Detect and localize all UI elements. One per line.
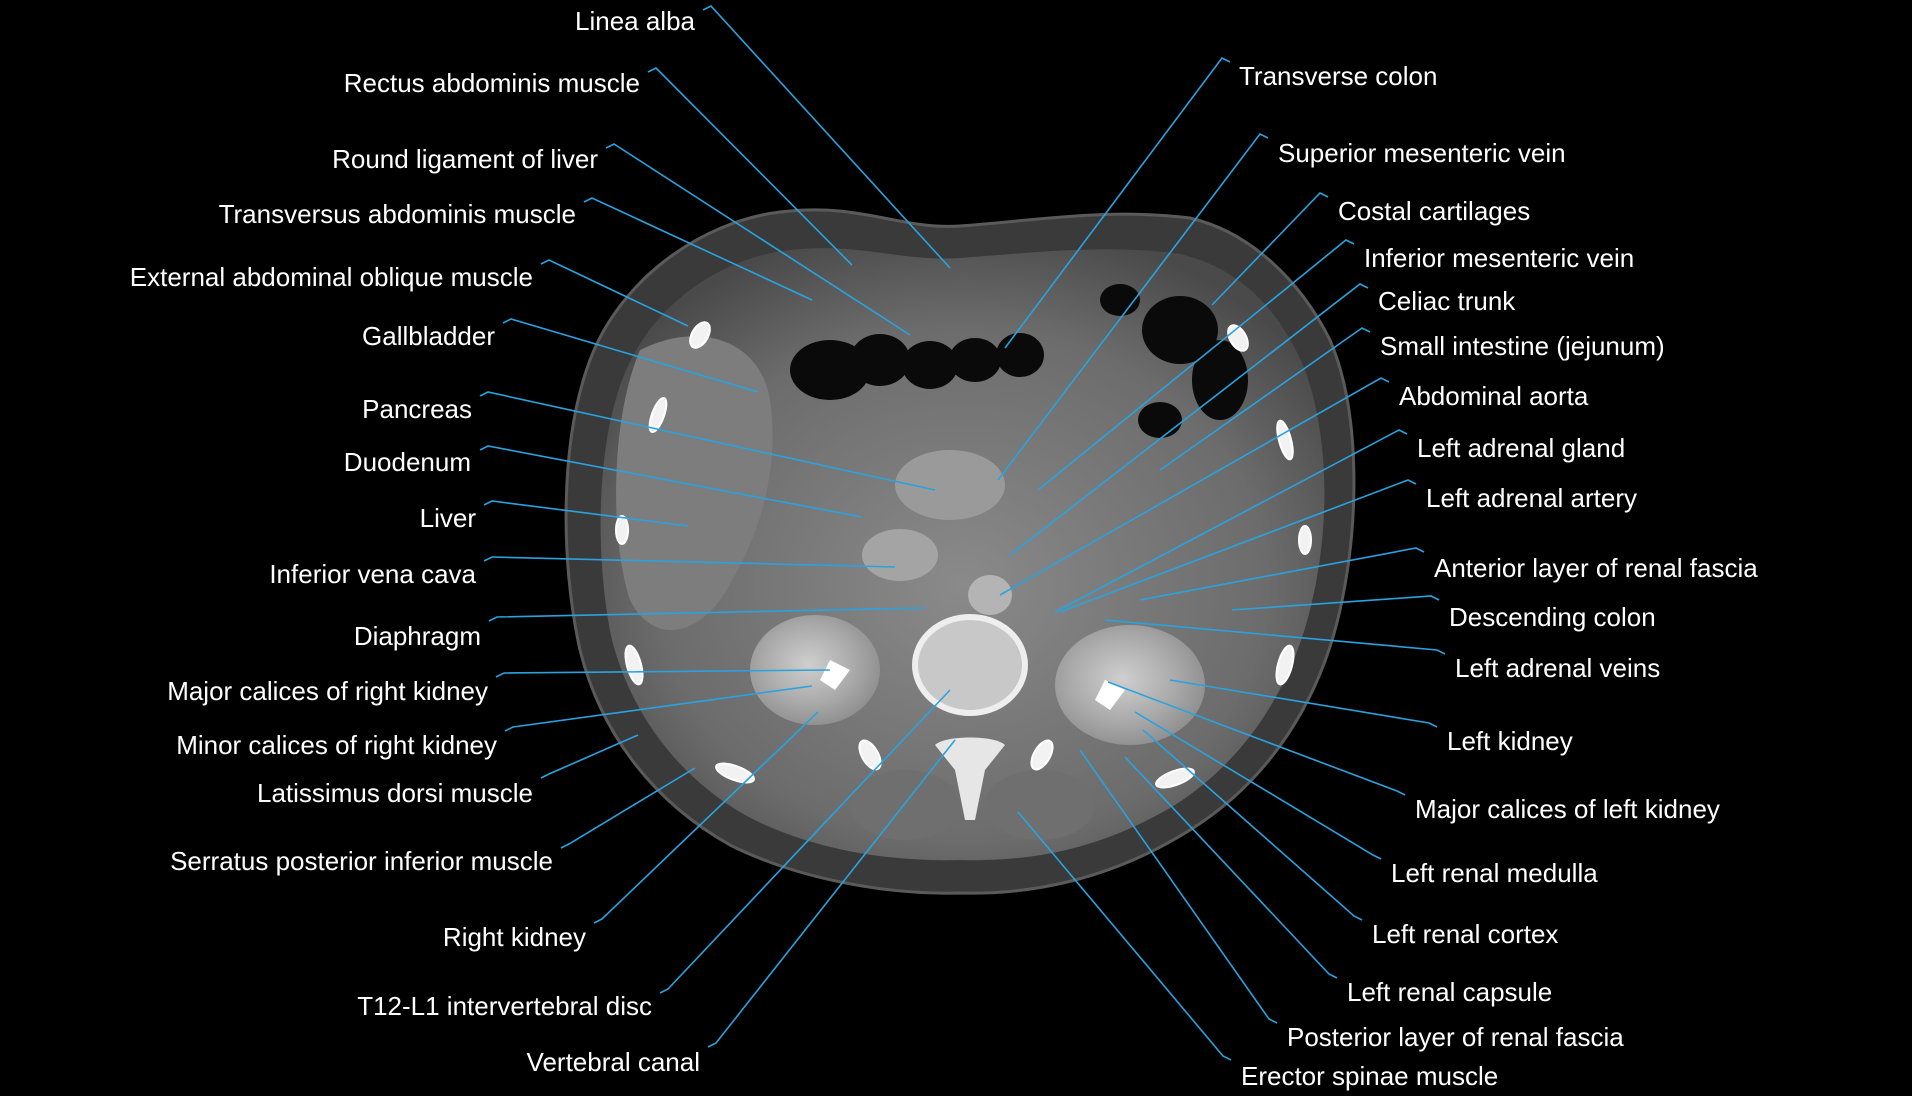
ct-scan-image xyxy=(564,208,1356,895)
label-major-calices-of-right-kidney: Major calices of right kidney xyxy=(167,676,488,706)
leader-line-left-adrenal-artery xyxy=(1059,479,1417,613)
label-left-adrenal-artery: Left adrenal artery xyxy=(1426,483,1637,513)
leader-line-round-ligament xyxy=(605,143,911,336)
label-t12-l1-intervertebral-disc: T12-L1 intervertebral disc xyxy=(357,991,652,1021)
leader-line-duodenum xyxy=(479,445,863,518)
vertebral-body xyxy=(912,614,1028,716)
leader-line-anterior-renal-fascia xyxy=(1139,547,1425,601)
label-left-adrenal-veins: Left adrenal veins xyxy=(1455,653,1660,683)
label-diaphragm: Diaphragm xyxy=(354,621,481,651)
leader-line-latissimus-dorsi xyxy=(540,734,639,779)
label-costal-cartilages: Costal cartilages xyxy=(1338,196,1530,226)
leader-line-minor-calices-right xyxy=(504,685,813,732)
leader-line-erector-spinae xyxy=(1017,811,1232,1061)
label-rectus-abdominis-muscle: Rectus abdominis muscle xyxy=(344,68,640,98)
label-serratus-posterior-inferior-muscle: Serratus posterior inferior muscle xyxy=(170,846,553,876)
label-left-renal-cortex: Left renal cortex xyxy=(1372,919,1558,949)
label-anterior-layer-of-renal-fascia: Anterior layer of renal fascia xyxy=(1434,553,1758,583)
leader-line-pancreas xyxy=(479,391,936,491)
leader-line-left-adrenal-veins xyxy=(1104,619,1446,655)
right-labels: Transverse colon Superior mesenteric vei… xyxy=(1239,61,1758,1091)
right-renal-sinus xyxy=(820,660,850,690)
leader-line-transverse-colon xyxy=(1004,56,1231,349)
label-transversus-abdominis-muscle: Transversus abdominis muscle xyxy=(219,199,576,229)
leader-line-major-calices-right xyxy=(495,669,831,678)
leader-line-gallbladder xyxy=(502,318,759,393)
label-linea-alba: Linea alba xyxy=(575,6,696,36)
label-descending-colon: Descending colon xyxy=(1449,602,1656,632)
label-right-kidney: Right kidney xyxy=(443,922,586,952)
leader-line-posterior-renal-fascia xyxy=(1079,749,1278,1024)
leader-line-rectus-abdominis xyxy=(647,67,853,266)
label-minor-calices-of-right-kidney: Minor calices of right kidney xyxy=(176,730,497,760)
label-left-adrenal-gland: Left adrenal gland xyxy=(1417,433,1625,463)
erector-spinae-region xyxy=(850,770,960,840)
label-left-renal-capsule: Left renal capsule xyxy=(1347,977,1552,1007)
leader-line-descending-colon xyxy=(1231,595,1440,611)
label-external-abdominal-oblique-muscle: External abdominal oblique muscle xyxy=(130,262,533,292)
leader-line-major-calices-left xyxy=(1107,681,1406,796)
leader-line-serratus-posterior xyxy=(560,767,696,849)
label-erector-spinae-muscle: Erector spinae muscle xyxy=(1241,1061,1498,1091)
label-left-renal-medulla: Left renal medulla xyxy=(1391,858,1598,888)
label-celiac-trunk: Celiac trunk xyxy=(1378,286,1516,316)
label-liver: Liver xyxy=(420,503,477,533)
label-small-intestine-jejunum: Small intestine (jejunum) xyxy=(1380,331,1665,361)
label-major-calices-of-left-kidney: Major calices of left kidney xyxy=(1415,794,1720,824)
leader-line-inferior-mesenteric xyxy=(1037,239,1355,491)
label-transverse-colon: Transverse colon xyxy=(1239,61,1437,91)
leader-line-external-oblique xyxy=(540,259,689,327)
label-left-kidney: Left kidney xyxy=(1447,726,1573,756)
label-round-ligament-of-liver: Round ligament of liver xyxy=(332,144,598,174)
leader-line-abdominal-aorta xyxy=(999,377,1390,596)
ivc-region xyxy=(862,529,938,581)
leader-line-superior-mesenteric xyxy=(997,132,1269,481)
leader-line-right-kidney xyxy=(593,711,819,924)
label-posterior-layer-of-renal-fascia: Posterior layer of renal fascia xyxy=(1287,1022,1624,1052)
leader-line-left-kidney xyxy=(1169,679,1438,728)
label-duodenum: Duodenum xyxy=(344,447,471,477)
leader-line-linea-alba xyxy=(702,5,951,269)
label-pancreas: Pancreas xyxy=(362,394,472,424)
label-vertebral-canal: Vertebral canal xyxy=(527,1047,700,1077)
leader-line-small-intestine xyxy=(1159,327,1371,471)
leader-line-liver xyxy=(483,500,689,527)
leader-lines xyxy=(479,5,1446,1061)
leader-line-transversus-abdominis xyxy=(583,197,813,301)
leader-line-t12-l1-disc xyxy=(659,689,951,994)
pancreas-region xyxy=(895,450,1005,520)
leader-line-inferior-vena-cava xyxy=(483,556,896,568)
erector-spinae-region-2 xyxy=(985,770,1095,840)
label-abdominal-aorta: Abdominal aorta xyxy=(1399,381,1589,411)
leader-line-celiac-trunk xyxy=(1009,283,1369,556)
label-gallbladder: Gallbladder xyxy=(362,321,495,351)
vertebral-arch xyxy=(935,737,1005,820)
bowel-gas xyxy=(790,284,1248,438)
leader-line-left-renal-cortex xyxy=(1142,729,1363,921)
label-latissimus-dorsi-muscle: Latissimus dorsi muscle xyxy=(257,778,533,808)
left-labels: Linea alba Rectus abdominis muscle Round… xyxy=(130,6,700,1077)
leader-line-left-renal-medulla xyxy=(1134,711,1382,860)
leader-line-left-adrenal-gland xyxy=(1054,429,1408,613)
aorta-region xyxy=(968,575,1012,615)
leader-line-diaphragm xyxy=(488,607,926,622)
leader-line-costal-cartilages xyxy=(1211,192,1329,306)
label-inferior-mesenteric-vein: Inferior mesenteric vein xyxy=(1364,243,1634,273)
label-inferior-vena-cava: Inferior vena cava xyxy=(269,559,476,589)
left-renal-sinus xyxy=(1095,680,1125,710)
label-superior-mesenteric-vein: Superior mesenteric vein xyxy=(1278,138,1566,168)
leader-line-left-renal-capsule xyxy=(1124,756,1338,979)
leader-line-vertebral-canal xyxy=(707,739,956,1048)
left-kidney-region xyxy=(1055,625,1205,745)
